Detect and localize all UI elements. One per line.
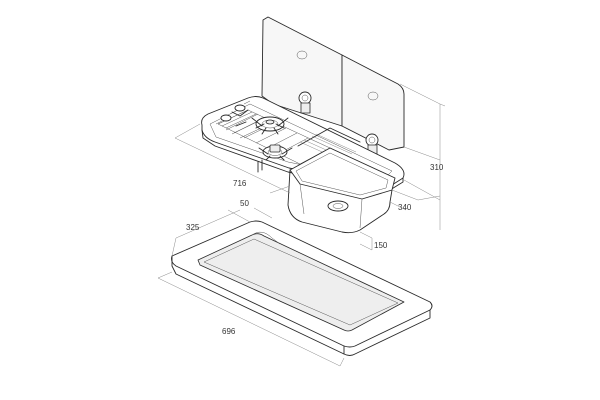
frame-opening bbox=[197, 233, 405, 332]
top-unit-dimensions: 716 310 340 150 bbox=[174, 83, 446, 251]
dim-150: 150 bbox=[374, 241, 388, 250]
control-knob-1 bbox=[220, 114, 232, 122]
lid-hole-right bbox=[367, 91, 379, 101]
cutout-frame bbox=[171, 220, 433, 356]
lid-hole-left bbox=[296, 50, 308, 60]
sink-bowl bbox=[257, 147, 396, 234]
dim-50: 50 bbox=[240, 199, 249, 208]
dim-310: 310 bbox=[430, 163, 444, 172]
dim-340: 340 bbox=[398, 203, 412, 212]
hob-sink-tray bbox=[201, 96, 405, 234]
burner-grid bbox=[215, 100, 331, 165]
cutout-dimensions: 50 325 696 bbox=[157, 199, 345, 367]
control-knob-2 bbox=[234, 104, 246, 112]
glass-lid-right bbox=[341, 54, 405, 151]
glass-lid-assembly bbox=[261, 16, 405, 155]
dim-325: 325 bbox=[186, 223, 200, 232]
drainer-ribs bbox=[297, 127, 361, 161]
sink-drain bbox=[327, 200, 349, 212]
dim-716: 716 bbox=[233, 179, 247, 188]
dim-696: 696 bbox=[222, 327, 236, 336]
hinge-left bbox=[298, 91, 312, 114]
